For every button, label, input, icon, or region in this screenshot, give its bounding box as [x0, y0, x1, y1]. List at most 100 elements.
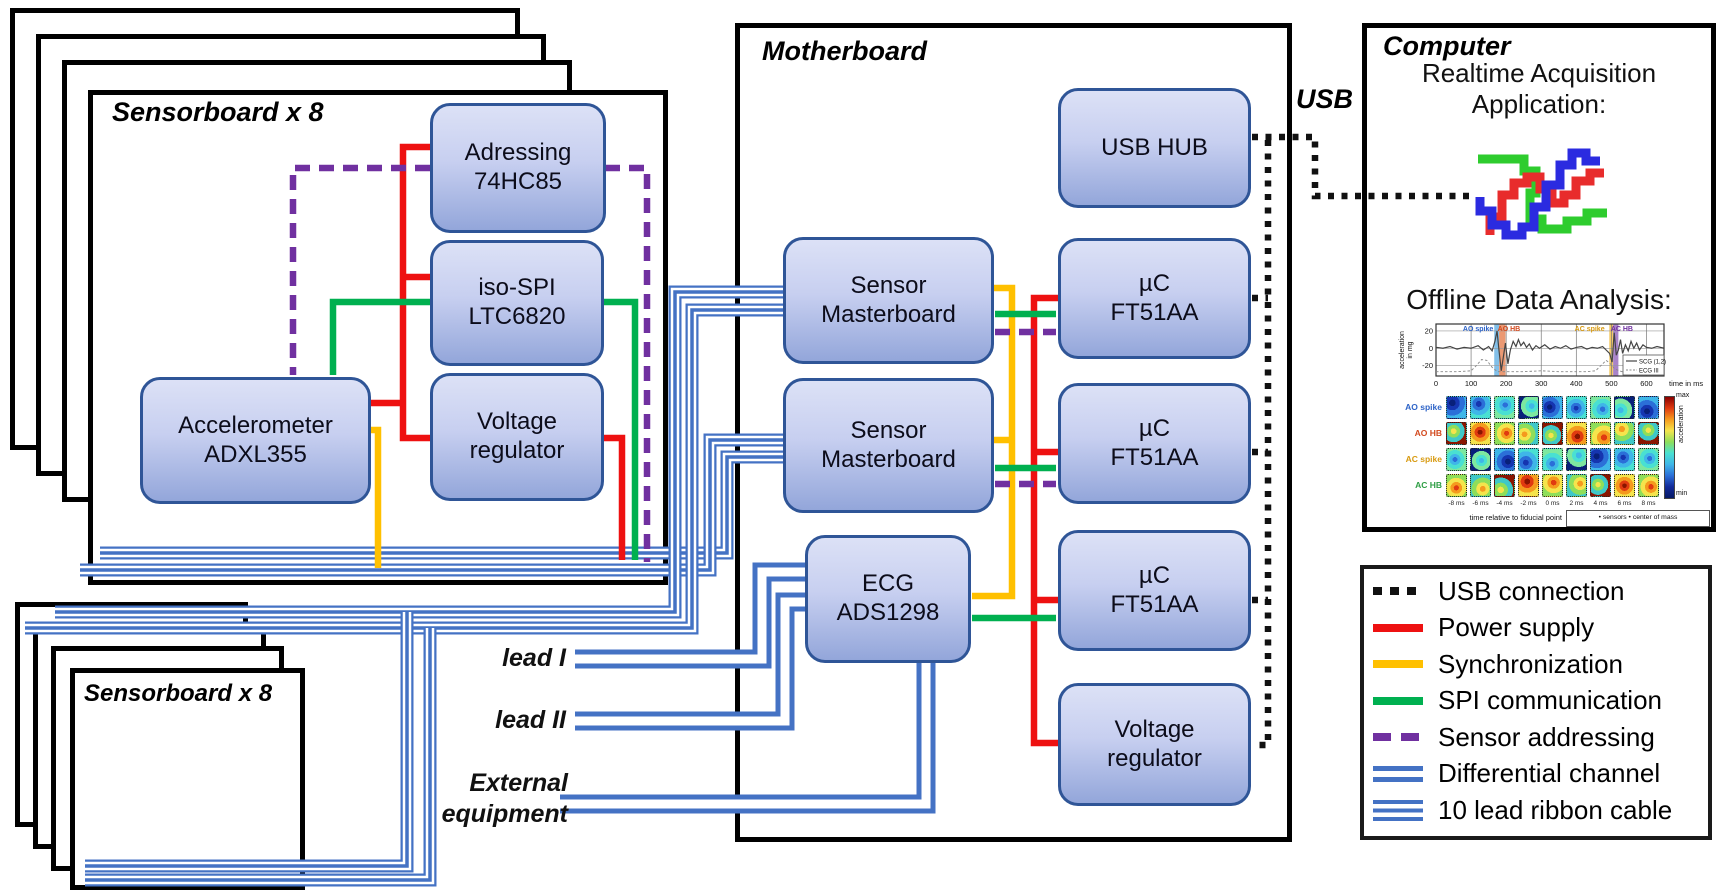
band-label: AC spike	[1575, 326, 1605, 333]
legend-swatch-spi	[1373, 696, 1423, 705]
heatmap-row-label: AC spike	[1405, 454, 1442, 464]
svg-text:500: 500	[1605, 379, 1618, 388]
figure-marker-legend: • sensors • center of mass	[1566, 510, 1710, 527]
heatmap-cell	[1446, 448, 1467, 471]
lead-1-label: lead I	[502, 644, 566, 672]
usb-label: USB	[1296, 84, 1354, 114]
lead-2-label: lead II	[495, 706, 566, 734]
heatmap-grid	[1446, 396, 1659, 497]
heatmap-cell	[1638, 474, 1659, 497]
heatmap-cell	[1446, 396, 1467, 419]
heatmap-cell	[1614, 396, 1635, 419]
highlight-band	[1499, 324, 1506, 376]
heatmap-cell	[1638, 422, 1659, 445]
legend-item-sync: Synchronization	[1360, 646, 1712, 683]
figure-caption: time relative to fiducial point	[1469, 513, 1562, 522]
heatmap-col-label: 2 ms	[1569, 500, 1584, 507]
external-equipment-label: External equipment	[441, 769, 568, 828]
sensor-masterboard-1-chip: Sensor Masterboard	[783, 237, 994, 364]
heatmap-cell	[1518, 474, 1539, 497]
heatmap-cell	[1446, 422, 1467, 445]
svg-text:400: 400	[1570, 379, 1583, 388]
heatmap-cell	[1638, 396, 1659, 419]
series-SCG (1,2)	[1435, 330, 1665, 371]
svg-text:300: 300	[1535, 379, 1548, 388]
computer-frame	[1362, 23, 1716, 532]
heatmap-row-labels: AO spike AO HB AC spike AC HB	[1392, 396, 1442, 500]
heatmap-cell	[1470, 396, 1491, 419]
heatmap-cell	[1566, 396, 1587, 419]
heatmap-cell	[1494, 396, 1515, 419]
motherboard-voltage-regulator-chip: Voltage regulator	[1058, 683, 1251, 806]
legend-swatch-addressing	[1373, 733, 1423, 742]
svg-text:0: 0	[1429, 344, 1433, 353]
heatmap-cell	[1614, 448, 1635, 471]
heatmap-col-label: 8 ms	[1641, 500, 1656, 507]
band-label: AC HB	[1611, 326, 1633, 333]
legend-item-ribbon: 10 lead ribbon cable	[1360, 792, 1712, 829]
svg-text:20: 20	[1425, 326, 1433, 335]
legend-item-addressing: Sensor addressing	[1360, 719, 1712, 756]
heatmap-cell	[1614, 422, 1635, 445]
heatmap-cell	[1542, 422, 1563, 445]
heatmap-col-label: -8 ms	[1448, 500, 1465, 507]
svg-text:SCG (1,2): SCG (1,2)	[1639, 360, 1666, 366]
legend-item-label: Synchronization	[1438, 648, 1623, 679]
y-axis-label: acceleration	[1399, 331, 1406, 369]
heatmap-cell	[1614, 474, 1635, 497]
ecg-chip: ECG ADS1298	[805, 535, 971, 663]
svg-text:ECG III: ECG III	[1639, 369, 1659, 375]
usb-hub-chip: USB HUB	[1058, 88, 1251, 208]
uc-3-chip: µC FT51AA	[1058, 530, 1251, 651]
heatmap-cell	[1566, 474, 1587, 497]
motherboard-title: Motherboard	[762, 36, 927, 66]
band-label: AO HB	[1498, 326, 1521, 333]
svg-text:100: 100	[1465, 379, 1478, 388]
computer-title: Computer	[1383, 31, 1511, 61]
x-axis-label: time in ms	[1669, 379, 1703, 388]
heatmap-cell	[1470, 474, 1491, 497]
legend-item-label: Sensor addressing	[1438, 721, 1655, 752]
heatmap-cell	[1494, 474, 1515, 497]
band-label: AO spike	[1463, 326, 1493, 333]
colorbar-axis-label: acceleration	[1678, 405, 1685, 443]
realtime-app-icon	[1475, 148, 1607, 240]
sensorboard-voltage-regulator-chip: Voltage regulator	[430, 373, 604, 501]
heatmap-cell	[1590, 422, 1611, 445]
heatmap-cell	[1470, 422, 1491, 445]
heatmap-cell	[1542, 474, 1563, 497]
addressing-chip: Adressing 74HC85	[430, 103, 606, 233]
legend-item-power: Power supply	[1360, 610, 1712, 647]
heatmap-cell	[1518, 396, 1539, 419]
heatmap-cell	[1518, 448, 1539, 471]
accelerometer-chip: Accelerometer ADXL355	[140, 377, 371, 504]
colorbar-max-label: max	[1676, 392, 1690, 399]
legend-item-label: SPI communication	[1438, 685, 1662, 716]
legend-item-usb: USB connection	[1360, 573, 1712, 610]
series-ECG III	[1436, 359, 1664, 373]
heatmap-row-label: AO HB	[1414, 428, 1442, 438]
sensorboard-top-title: Sensorboard x 8	[112, 97, 324, 127]
svg-text:200: 200	[1500, 379, 1513, 388]
heatmap-cell	[1590, 474, 1611, 497]
heatmap-cell	[1542, 396, 1563, 419]
legend-swatch-power	[1373, 623, 1423, 632]
svg-text:600: 600	[1640, 379, 1653, 388]
heatmap-cell	[1518, 422, 1539, 445]
uc-2-chip: µC FT51AA	[1058, 383, 1251, 504]
heatmap-col-label: -6 ms	[1472, 500, 1489, 507]
legend-swatch-ribbon	[1373, 799, 1423, 821]
heatmap-colorbar	[1664, 396, 1675, 499]
heatmap-row-label: AO spike	[1405, 402, 1442, 412]
heatmap-col-label: -2 ms	[1520, 500, 1537, 507]
legend-item-label: USB connection	[1438, 575, 1625, 606]
svg-text:0: 0	[1434, 379, 1438, 388]
legend-item-differential: Differential channel	[1360, 756, 1712, 793]
legend-swatch-usb	[1373, 587, 1423, 596]
y-axis-label: in mg	[1407, 341, 1414, 358]
heatmap-cell	[1542, 448, 1563, 471]
heatmap-row-label: AC HB	[1415, 480, 1442, 490]
heatmap-cell	[1566, 422, 1587, 445]
